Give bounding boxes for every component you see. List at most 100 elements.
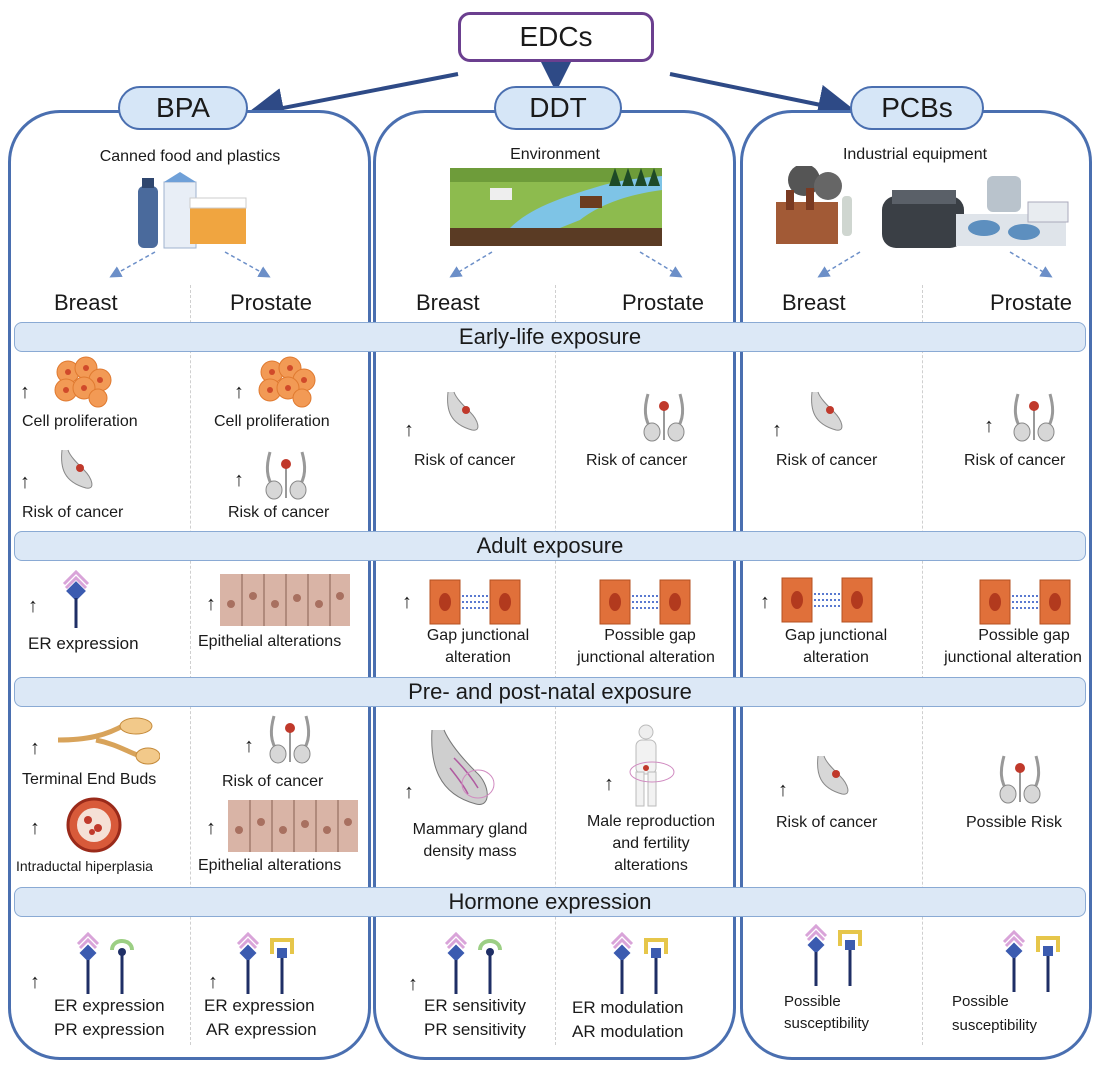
ddt-adult-prostate-label-2: junctional alteration (577, 649, 715, 666)
up-arrow: ↑ (760, 591, 770, 613)
bpa-early-prostate-label-2: Risk of cancer (228, 504, 330, 521)
breast-icon (817, 755, 849, 795)
ddt-prenatal-prostate-label-1: Male reproduction (586, 813, 716, 830)
ddt-adult-breast-label-1: Gap junctional (426, 627, 530, 644)
up-arrow: ↑ (20, 381, 30, 403)
up-arrow: ↑ (208, 971, 218, 993)
breast-icon (61, 449, 93, 489)
bpa-early-breast-label-1: Cell proliferation (22, 413, 138, 430)
bpa-adult-breast-label: ER expression (28, 634, 139, 653)
source-arrows (109, 251, 1053, 278)
pcbs-prenatal-breast-label: Risk of cancer (776, 814, 878, 831)
organ-ddt-breast: Breast (416, 290, 480, 315)
band-hormone-expression: Hormone expression (14, 887, 1086, 917)
source-ddt: Environment (510, 146, 600, 163)
ddt-early-breast-label: Risk of cancer (414, 452, 516, 469)
bpa-prenatal-prostate-label-2: Epithelial alterations (198, 857, 342, 874)
mammary-gland-icon (431, 729, 495, 805)
er-ar-receptor-icon (236, 932, 294, 994)
arrow-to-pcbs (669, 72, 858, 125)
up-arrow: ↑ (408, 973, 418, 995)
ddt-adult-breast-label-2: alteration (445, 649, 511, 666)
bpa-hormone-breast-label-1: ER expression (54, 996, 165, 1015)
divider-bpa (190, 285, 191, 1045)
pcbs-hormone-prostate-label-1: Possible (952, 993, 1009, 1010)
up-arrow: ↑ (984, 415, 994, 437)
bpa-adult-prostate-label: Epithelial alterations (198, 633, 342, 650)
cell-cluster-icon (258, 356, 316, 408)
chemical-bpa: BPA (118, 86, 248, 130)
bpa-hormone-prostate-label-2: AR expression (206, 1020, 317, 1039)
arrow-to-bpa (244, 72, 459, 128)
up-arrow: ↑ (234, 381, 244, 403)
cell-cluster-icon (54, 356, 112, 408)
pcbs-hormone-breast-label-1: Possible (784, 993, 841, 1010)
pcbs-adult-breast-label-1: Gap junctional (784, 627, 888, 644)
bpa-hormone-breast-label-2: PR expression (54, 1020, 165, 1039)
er-ar-receptor-icon (804, 924, 862, 986)
gap-junction-icon (429, 579, 521, 625)
epithelial-tissue-icon (228, 800, 358, 852)
er-pr-receptor-icon (444, 932, 502, 994)
intraductal-hyperplasia-icon (66, 797, 122, 853)
up-arrow: ↑ (30, 817, 40, 839)
band-early-life-exposure: Early-life exposure (14, 322, 1086, 352)
ddt-hormone-prostate-label-2: AR modulation (572, 1022, 684, 1041)
ddt-prenatal-breast-label-1: Mammary gland (412, 821, 528, 838)
root-node: EDCs (458, 12, 654, 62)
canned-food-plastics-illustration (138, 172, 247, 249)
epithelial-tissue-icon (220, 574, 350, 626)
prostate-icon (269, 715, 311, 764)
organ-pcbs-breast: Breast (782, 290, 846, 315)
ddt-early-prostate-label: Risk of cancer (586, 452, 688, 469)
up-arrow: ↑ (234, 469, 244, 491)
pcbs-early-breast-label: Risk of cancer (776, 452, 878, 469)
up-arrow: ↑ (404, 781, 414, 803)
pcbs-hormone-prostate-label-2: susceptibility (952, 1017, 1038, 1034)
bpa-prenatal-breast-label-2: Intraductal hiperplasia (16, 858, 153, 874)
er-pr-receptor-icon (76, 932, 134, 994)
prostate-icon (999, 755, 1041, 804)
chemical-pcbs: PCBs (850, 86, 984, 130)
ddt-prenatal-breast-label-2: density mass (423, 843, 517, 860)
source-pcbs: Industrial equipment (842, 146, 988, 163)
er-ar-receptor-icon (1002, 930, 1060, 992)
ddt-hormone-breast-label-1: ER sensitivity (424, 996, 527, 1015)
industrial-equipment-illustration (776, 166, 1069, 248)
organ-pcbs-prostate: Prostate (990, 290, 1072, 315)
up-arrow: ↑ (30, 971, 40, 993)
pcbs-prenatal-prostate-label: Possible Risk (966, 814, 1063, 831)
organ-bpa-prostate: Prostate (230, 290, 312, 315)
organ-bpa-breast: Breast (54, 290, 118, 315)
band-prenatal-exposure: Pre- and post-natal exposure (14, 677, 1086, 707)
pcbs-hormone-breast-label-2: susceptibility (784, 1015, 870, 1032)
pcbs-adult-breast-label-2: alteration (803, 649, 869, 666)
gap-junction-icon (599, 579, 691, 625)
ddt-hormone-breast-label-2: PR sensitivity (424, 1020, 527, 1039)
up-arrow: ↑ (206, 817, 216, 839)
band-adult-exposure: Adult exposure (14, 531, 1086, 561)
chemical-ddt: DDT (494, 86, 622, 130)
up-arrow: ↑ (778, 779, 788, 801)
bpa-prenatal-prostate-label-1: Risk of cancer (222, 773, 324, 790)
ddt-prenatal-prostate-label-3: alterations (614, 857, 688, 874)
up-arrow: ↑ (20, 471, 30, 493)
bpa-early-breast-label-2: Risk of cancer (22, 504, 124, 521)
pcbs-early-prostate-label: Risk of cancer (964, 452, 1066, 469)
er-ar-receptor-icon (610, 932, 668, 994)
source-bpa: Canned food and plastics (99, 148, 281, 165)
up-arrow: ↑ (604, 773, 614, 795)
root-arrows (244, 52, 858, 128)
environment-landscape-illustration (450, 168, 662, 246)
bpa-early-prostate-label-1: Cell proliferation (214, 413, 330, 430)
up-arrow: ↑ (244, 735, 254, 757)
up-arrow: ↑ (206, 593, 216, 615)
gap-junction-icon (781, 577, 873, 623)
up-arrow: ↑ (772, 419, 782, 441)
pcbs-adult-prostate-label-1: Possible gap (978, 627, 1070, 644)
breast-icon (447, 391, 479, 431)
pcbs-adult-prostate-label-2: junctional alteration (944, 649, 1082, 666)
up-arrow: ↑ (402, 591, 412, 613)
bpa-hormone-prostate-label-1: ER expression (204, 996, 315, 1015)
ddt-prenatal-prostate-label-2: and fertility (612, 835, 690, 852)
